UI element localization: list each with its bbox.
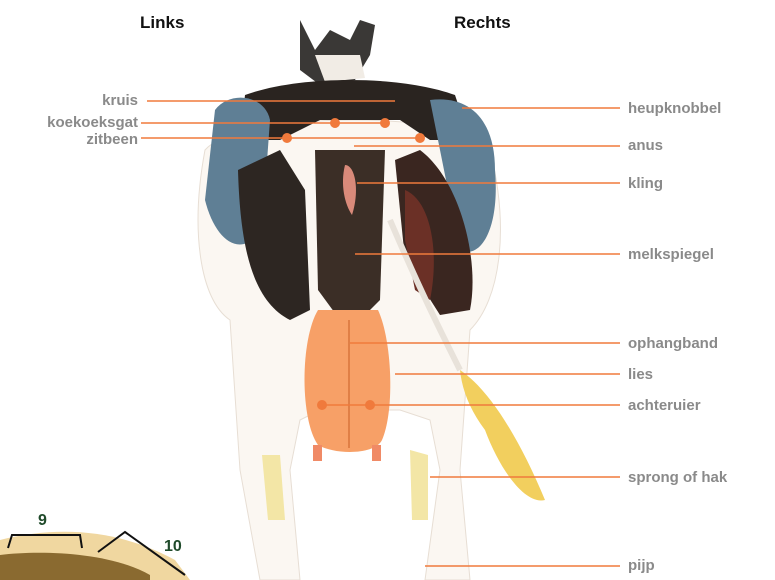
marker-dot-koekoeksgat-right (380, 118, 390, 128)
label-heupknobbel: heupknobbel (628, 100, 721, 118)
inset-number-10: 10 (164, 538, 182, 556)
right-hock-shade (410, 450, 428, 520)
marker-dot-zitbeen-right (415, 133, 425, 143)
inset-number-9: 9 (38, 512, 47, 530)
label-achteruier: achteruier (628, 397, 701, 415)
teat-left (313, 445, 322, 461)
label-sprong-of-hak: sprong of hak (628, 469, 727, 487)
marker-dot-achteruier-right (365, 400, 375, 410)
label-zitbeen: zitbeen (86, 131, 138, 149)
header-right: Rechts (454, 13, 511, 33)
teat-right (372, 445, 381, 461)
label-melkspiegel: melkspiegel (628, 246, 714, 264)
label-koekoeksgat: koekoeksgat (47, 114, 138, 132)
label-kling: kling (628, 175, 663, 193)
marker-dot-zitbeen-left (282, 133, 292, 143)
udder-shape (305, 310, 391, 452)
label-kruis: kruis (102, 92, 138, 110)
marker-dot-achteruier-left (317, 400, 327, 410)
label-lies: lies (628, 366, 653, 384)
label-anus: anus (628, 137, 663, 155)
tail-tuft (460, 370, 545, 500)
marker-dot-koekoeksgat-left (330, 118, 340, 128)
header-left: Links (140, 13, 184, 33)
label-pijp: pijp (628, 557, 655, 575)
label-ophangband: ophangband (628, 335, 718, 353)
